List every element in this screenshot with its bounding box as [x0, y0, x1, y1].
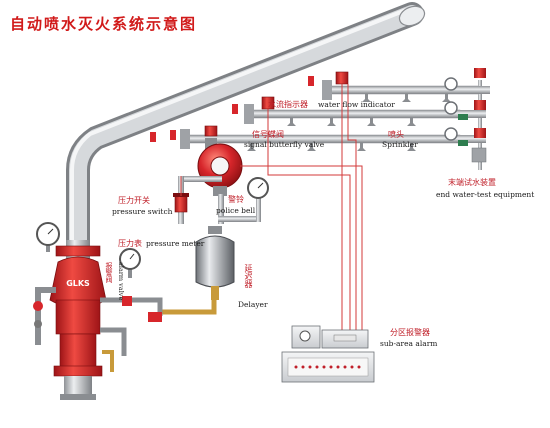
label-pressure-switch-en: pressure switch — [112, 207, 173, 216]
label-delayer-cn: 延迟器 — [244, 264, 253, 288]
diagonal-markers — [150, 76, 314, 142]
label-water-flow-cn: 水流指示器 — [268, 100, 308, 109]
signal-butterfly-valve — [197, 138, 243, 196]
delayer-tank — [160, 226, 235, 315]
sprinkler-head-icon — [247, 94, 451, 151]
label-sub-alarm-en: sub-area alarm — [380, 339, 438, 348]
alarm-valve-assembly: GLKS — [33, 222, 163, 400]
label-water-flow-en: water flow indicator — [318, 100, 395, 109]
label-sprinkler-en: Sprinkler — [382, 140, 418, 149]
alarm-panel-icon — [281, 325, 375, 383]
pressure-gauge-icon — [36, 222, 141, 278]
signal-wires — [180, 84, 363, 330]
label-pressure-meter-en: pressure meter — [146, 239, 205, 248]
label-police-bell-en: police bell — [216, 206, 256, 215]
label-pressure-meter-cn: 压力表 — [118, 239, 142, 248]
end-test-equipment — [444, 68, 490, 170]
valve-badge: GLKS — [66, 279, 90, 288]
diagram-title: 自动喷水灭火系统示意图 — [10, 15, 198, 33]
label-end-test-cn: 末端试水装置 — [448, 178, 496, 187]
pressure-gauge-icon — [247, 177, 269, 199]
label-police-bell-cn: 警铃 — [228, 195, 244, 204]
label-sprinkler-cn: 喷头 — [388, 130, 404, 139]
label-signal-valve-cn: 信号蝶阀 — [252, 130, 284, 139]
main-diagonal-pipe — [66, 2, 426, 257]
pressure-gauge-icon — [444, 77, 458, 141]
label-alarm-valve-cn: 报警阀 — [105, 262, 113, 283]
label-sub-alarm-cn: 分区报警器 — [390, 328, 430, 337]
label-end-test-en: end water-test equipment — [436, 190, 535, 199]
label-pressure-switch-cn: 压力开关 — [118, 196, 150, 205]
label-signal-valve-en: signal butterfly valve — [244, 140, 325, 149]
label-alarm-valve-en: alarm valve — [117, 262, 125, 301]
label-delayer-en: Delayer — [238, 300, 268, 309]
